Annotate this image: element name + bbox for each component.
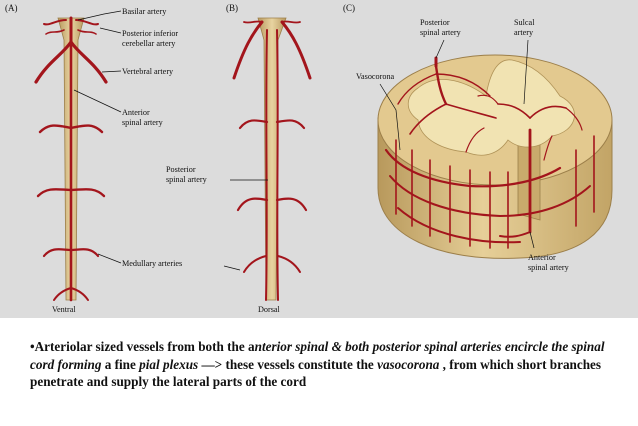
caption-part-3: a fine xyxy=(101,356,140,372)
vasocorona-vessels xyxy=(384,56,595,249)
caption-text: •Arteriolar sized vessels from both the … xyxy=(30,338,630,391)
posterior-spinal-b-label-line1: Posterior xyxy=(166,165,196,174)
pica-label-line1: Posterior inferior xyxy=(122,29,178,38)
ventral-leaders xyxy=(73,10,122,264)
medullary-arteries-label: Medullary arteries xyxy=(122,259,182,268)
anterior-spinal-label-line2: spinal artery xyxy=(122,118,164,127)
panel-a-label: (A) xyxy=(5,3,18,13)
caption-part-1: Arteriolar sized vessels from both the a xyxy=(34,339,255,354)
panel-c-label: (C) xyxy=(343,3,355,13)
ventral-arteries xyxy=(34,16,108,302)
dorsal-leaders xyxy=(223,179,268,271)
sulcal-label-line1: Sulcal xyxy=(514,18,535,27)
posterior-spinal-c-label-line2: spinal artery xyxy=(420,28,462,37)
dorsal-cord xyxy=(257,17,287,301)
cross-section-leaders xyxy=(379,39,535,249)
figure-svg: (A) (B) (C) Basilar artery Posterior inf… xyxy=(5,3,613,314)
anterior-spinal-c-label-line1: Anterior xyxy=(528,253,556,262)
anterior-spinal-label-line1: Anterior xyxy=(122,108,150,117)
pica-label-line2: cerebellar artery xyxy=(122,39,176,48)
cord-cross-section xyxy=(377,54,613,259)
spinal-cord-figure: (A) (B) (C) Basilar artery Posterior inf… xyxy=(0,0,638,318)
caption-part-2: nterior spinal & both posterior spinal a… xyxy=(30,339,605,372)
posterior-spinal-c-label-line1: Posterior xyxy=(420,18,450,27)
caption-part-4: pial plexus xyxy=(139,356,199,372)
caption-part-7: , from which short branches penetrate an… xyxy=(30,356,602,390)
vasocorona-label: Vasocorona xyxy=(356,72,395,81)
caption-part-6: vasocorona xyxy=(377,356,440,372)
vertebral-artery-label: Vertebral artery xyxy=(122,67,174,76)
anterior-spinal-c-label-line2: spinal artery xyxy=(528,263,570,272)
sulcal-label-line2: artery xyxy=(514,28,534,37)
panel-b-label: (B) xyxy=(226,3,238,13)
dorsal-arteries xyxy=(232,20,312,301)
caption-part-5: —> these vessels constitute the xyxy=(198,356,378,372)
caption-bullet: • xyxy=(30,339,35,354)
ventral-label: Ventral xyxy=(52,305,76,314)
basilar-artery-label: Basilar artery xyxy=(122,7,167,16)
posterior-spinal-b-label-line2: spinal artery xyxy=(166,175,208,184)
dorsal-label: Dorsal xyxy=(258,305,281,314)
